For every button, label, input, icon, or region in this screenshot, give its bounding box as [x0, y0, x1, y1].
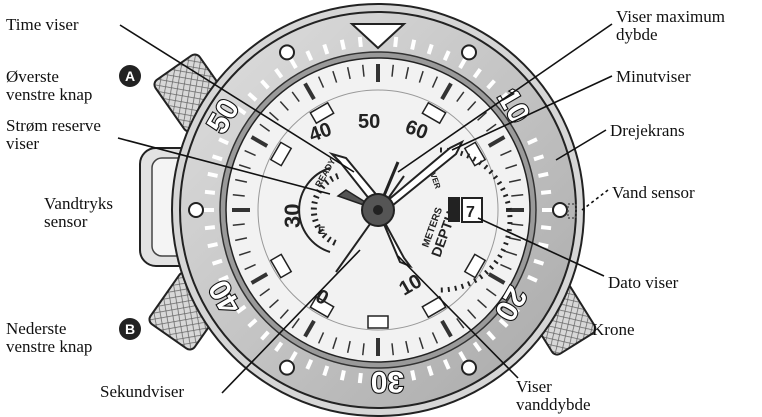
label-overste-2: venstre knap: [6, 85, 92, 104]
bezel-tick: [412, 40, 414, 50]
label-viser-max-1: Viser maximum: [616, 7, 725, 26]
label-time-viser: Time viser: [6, 15, 79, 34]
label-viser-max-2: dybde: [616, 25, 658, 44]
bezel-tick: [360, 373, 361, 383]
label-overste-1: Øverste: [6, 67, 59, 86]
bezel-tick: [342, 370, 344, 380]
bezel-number-30: 30: [371, 365, 404, 398]
bezel-tick: [205, 192, 215, 193]
bezel-dot: [462, 361, 476, 375]
label-nederste-2: venstre knap: [6, 337, 92, 356]
bezel-tick: [395, 37, 396, 47]
bezel-tick: [205, 227, 215, 228]
badge-a: A: [119, 65, 141, 87]
label-drejekrans: Drejekrans: [610, 121, 685, 140]
dial-number-50: 50: [358, 111, 380, 133]
bezel-tick: [208, 174, 218, 176]
bezel-dot: [462, 45, 476, 59]
bezel-tick: [541, 192, 551, 193]
label-dato-viser: Dato viser: [608, 273, 679, 292]
label-strom-2: viser: [6, 134, 39, 153]
dial-number-30: 30: [280, 204, 305, 228]
bezel-tick: [342, 40, 344, 50]
hour-marker: [368, 316, 388, 328]
svg-text:A: A: [125, 68, 135, 84]
label-vand-sensor: Vand sensor: [612, 183, 695, 202]
label-krone: Krone: [592, 320, 634, 339]
bezel-dot: [553, 203, 567, 217]
bezel-tick: [538, 174, 548, 176]
svg-text:B: B: [125, 321, 135, 337]
date-value: 7: [466, 204, 475, 221]
label-strom-1: Strøm reserve: [6, 116, 101, 135]
bezel-tick: [412, 370, 414, 380]
label-minutviser: Minutviser: [616, 67, 691, 86]
bezel-dot: [280, 45, 294, 59]
bezel-tick: [208, 244, 218, 246]
bezel-tick: [360, 37, 361, 47]
label-sekundviser: Sekundviser: [100, 382, 184, 401]
label-viser-vand-2: vanddybde: [516, 395, 591, 414]
label-viser-vand-1: Viser: [516, 377, 552, 396]
empty-label: E: [318, 225, 325, 237]
label-nederste-1: Nederste: [6, 319, 66, 338]
bezel-dot: [280, 361, 294, 375]
bezel-dot: [189, 203, 203, 217]
bezel-tick: [541, 227, 551, 228]
label-vandtryk-2: sensor: [44, 212, 88, 231]
badge-b: B: [119, 318, 141, 340]
label-vandtryk-1: Vandtryks: [44, 194, 113, 213]
